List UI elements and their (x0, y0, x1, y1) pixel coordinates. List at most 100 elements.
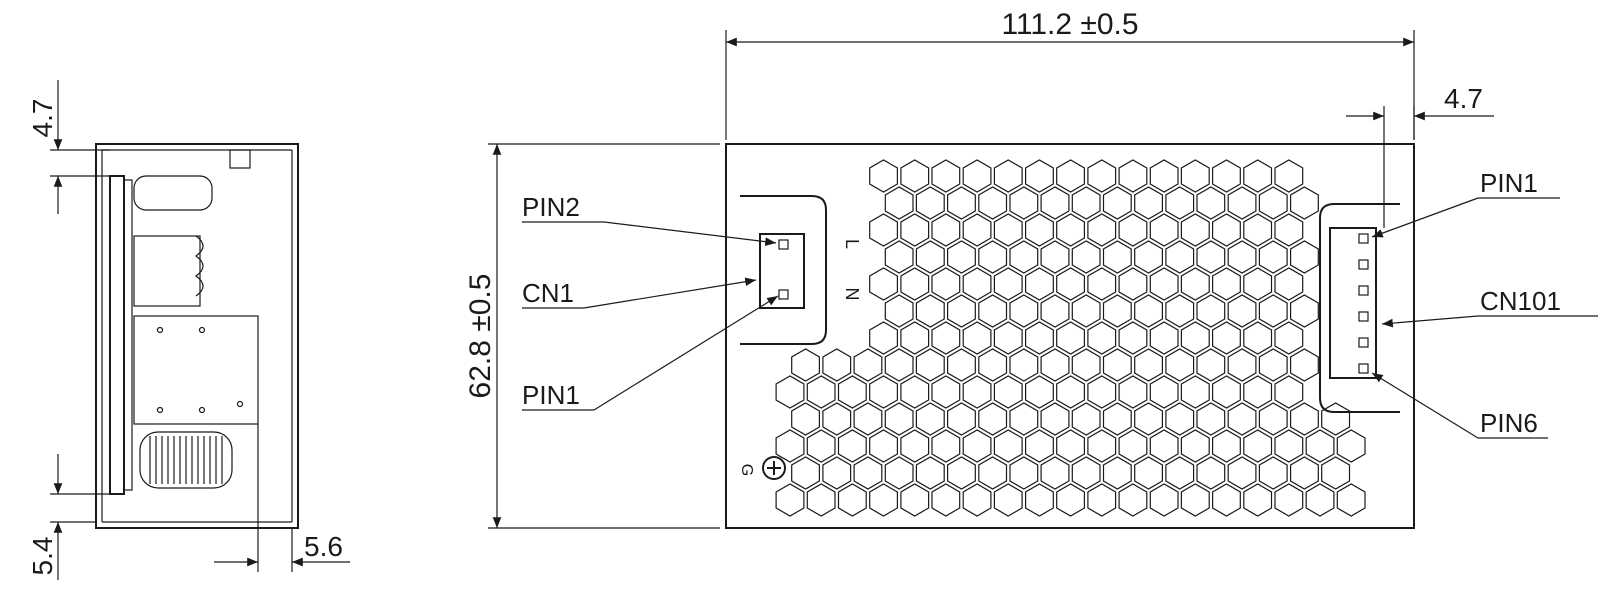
vent-hole (1165, 294, 1195, 328)
vent-hole (1071, 186, 1101, 220)
vent-hole (1056, 375, 1086, 409)
vent-hole (1087, 483, 1117, 517)
vent-hole (1196, 348, 1226, 382)
vent-hole (1165, 402, 1195, 436)
vent-hole (1227, 186, 1257, 220)
vent-hole (1211, 213, 1241, 247)
vent-hole (1211, 159, 1241, 193)
vent-hole (1149, 159, 1179, 193)
vent-hole (946, 402, 976, 436)
vent-hole (900, 375, 930, 409)
vent-hole (1134, 240, 1164, 274)
vent-hole (791, 402, 821, 436)
vent-hole (978, 456, 1008, 490)
vent-hole (853, 402, 883, 436)
vent-hole (1087, 375, 1117, 409)
vent-hole (1274, 213, 1304, 247)
vent-hole (915, 240, 945, 274)
vent-hole (946, 456, 976, 490)
vent-hole (1071, 348, 1101, 382)
vent-hole (962, 321, 992, 355)
vent-hole (1102, 186, 1132, 220)
vent-hole (806, 483, 836, 517)
vent-hole (869, 483, 899, 517)
vent-hole (1274, 483, 1304, 517)
vent-hole (884, 294, 914, 328)
label-pin2-left: PIN2 (522, 192, 580, 222)
vent-hole (1056, 483, 1086, 517)
vent-hole (915, 402, 945, 436)
vent-hole (1102, 456, 1132, 490)
vent-hole (1102, 294, 1132, 328)
vent-hole (900, 213, 930, 247)
vent-hole (869, 159, 899, 193)
vent-hole (1258, 294, 1288, 328)
vent-hole (837, 429, 867, 463)
vent-hole (1056, 429, 1086, 463)
vent-hole (1196, 402, 1226, 436)
cn101-connector (1329, 227, 1377, 379)
vent-hole (1149, 213, 1179, 247)
vent-hole (1118, 267, 1148, 301)
vent-hole (1149, 375, 1179, 409)
vent-hole (1243, 483, 1273, 517)
cn1-pin1 (778, 289, 789, 300)
vent-hole (993, 375, 1023, 409)
vent-hole (1040, 186, 1070, 220)
vent-hole (1040, 456, 1070, 490)
cn101-pin (1358, 363, 1369, 374)
vent-hole (1134, 186, 1164, 220)
side-case-outline (95, 143, 299, 529)
vent-hole (1180, 429, 1210, 463)
vent-hole (1196, 294, 1226, 328)
vent-hole (915, 186, 945, 220)
cn101-pin (1358, 233, 1369, 244)
vent-hole (1336, 429, 1366, 463)
vent-hole (1118, 483, 1148, 517)
vent-hole (1118, 429, 1148, 463)
vent-hole (1009, 348, 1039, 382)
label-pin1-right: PIN1 (1480, 168, 1538, 198)
vent-hole (1227, 456, 1257, 490)
side-transformer (133, 235, 201, 307)
side-view: 4.7 5.4 5.6 (27, 80, 350, 580)
vent-hole (1134, 294, 1164, 328)
vent-hole (946, 186, 976, 220)
vent-hole (1196, 456, 1226, 490)
vent-hole (806, 375, 836, 409)
vent-hole (1056, 213, 1086, 247)
vent-hole (869, 321, 899, 355)
label-pin6: PIN6 (1480, 408, 1538, 438)
vent-hole (978, 402, 1008, 436)
vent-hole (822, 402, 852, 436)
vent-hole (1258, 186, 1288, 220)
vent-hole (869, 375, 899, 409)
vent-hole (993, 159, 1023, 193)
vent-hole (1056, 267, 1086, 301)
vent-hole (1087, 267, 1117, 301)
vent-hole (962, 267, 992, 301)
vent-hole (931, 213, 961, 247)
front-width-dim: 111.2 ±0.5 (1001, 8, 1138, 41)
vent-hole (962, 429, 992, 463)
vent-hole (869, 267, 899, 301)
front-right-panel (1319, 203, 1400, 413)
vent-hole (993, 321, 1023, 355)
vent-hole (869, 429, 899, 463)
cn101-pin (1358, 259, 1369, 270)
vent-hole (837, 375, 867, 409)
vent-hole (946, 348, 976, 382)
vent-hole (978, 348, 1008, 382)
vent-hole (1180, 267, 1210, 301)
vent-hole (931, 321, 961, 355)
vent-hole (1211, 483, 1241, 517)
vent-hole (1305, 429, 1335, 463)
vent-hole (884, 456, 914, 490)
vent-hole (1211, 321, 1241, 355)
vent-hole (1211, 267, 1241, 301)
vent-hole (1258, 402, 1288, 436)
vent-hole (1258, 240, 1288, 274)
vent-hole (978, 240, 1008, 274)
vent-hole (775, 375, 805, 409)
